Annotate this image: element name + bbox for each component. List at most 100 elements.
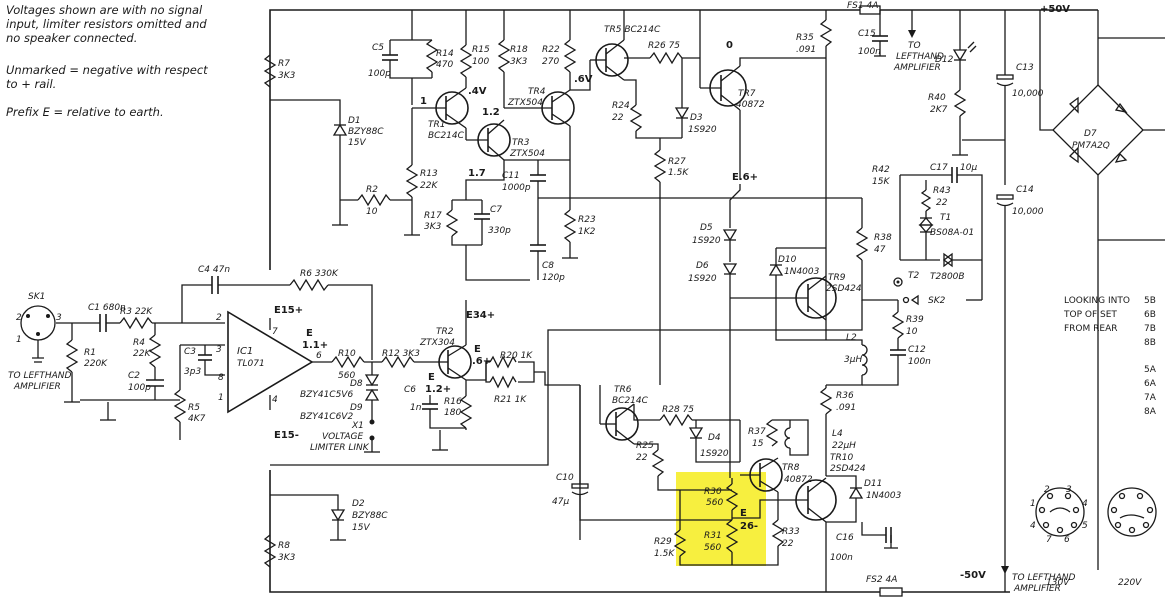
e26-value: 26- bbox=[740, 521, 758, 532]
resistor-r22: R22 270 bbox=[542, 10, 577, 90]
c1-label: C1 680n bbox=[88, 303, 126, 313]
inductor-l2: L2 3μH bbox=[826, 333, 868, 386]
to-left-top-1: TO bbox=[908, 41, 921, 51]
inductor-l4: L4 22μH bbox=[784, 419, 856, 456]
resistor-r2: R2 10 bbox=[340, 185, 412, 217]
note-line: no speaker connected. bbox=[6, 31, 138, 45]
l4-value: 22μH bbox=[832, 441, 856, 451]
c17-label: C17 bbox=[930, 163, 948, 173]
x1-line2: LIMITER LINK bbox=[310, 443, 370, 453]
diode-d10: D10 1N4003 bbox=[768, 247, 826, 341]
pin-6a: 6A bbox=[1144, 379, 1157, 389]
r2-value: 10 bbox=[366, 207, 378, 217]
negative-rail: -50V bbox=[269, 240, 1099, 593]
r16-name: R16 bbox=[444, 397, 462, 407]
tr9-name: TR9 bbox=[828, 273, 846, 283]
ic1-part: TL071 bbox=[237, 359, 265, 369]
r39-name: R39 bbox=[906, 315, 924, 325]
capacitor-c15: C15 100n bbox=[858, 10, 888, 57]
r30-name: R30 bbox=[704, 487, 722, 497]
c4-label: C4 47n bbox=[198, 265, 230, 275]
r25-name: R25 bbox=[636, 441, 654, 451]
c14-value: 10,000 bbox=[1012, 207, 1044, 217]
r36-value: .091 bbox=[836, 403, 856, 413]
d1-name: D1 bbox=[348, 116, 361, 126]
svg-text:8: 8 bbox=[218, 373, 224, 383]
c11-name: C11 bbox=[502, 171, 520, 181]
capacitor-c16: C16 100n bbox=[830, 522, 898, 563]
r13-name: R13 bbox=[420, 169, 438, 179]
d9-part: BZY41C6V2 bbox=[300, 412, 353, 422]
c16-value: 100n bbox=[830, 553, 853, 563]
sock-n1: 1 bbox=[1030, 499, 1036, 509]
r8-name: R8 bbox=[278, 541, 290, 551]
t1-name: T1 bbox=[940, 213, 951, 223]
note-unmarked: Unmarked = negative with respect to + ra… bbox=[6, 63, 208, 91]
t1-part: BS08A-01 bbox=[930, 228, 974, 238]
c5-r14: C5 100p R14 470 bbox=[368, 10, 454, 105]
svg-text:4: 4 bbox=[272, 395, 278, 405]
note-line: input, limiter resistors omitted and bbox=[6, 17, 207, 31]
r7-value: 3K3 bbox=[278, 71, 296, 81]
resistor-r23: R23 1K2 bbox=[562, 209, 596, 259]
svg-text:1: 1 bbox=[218, 393, 224, 403]
tr3-part: ZTX504 bbox=[509, 149, 545, 159]
fuse-fs2: FS2 4A bbox=[866, 575, 903, 597]
pin-7b: 7B bbox=[1144, 324, 1156, 334]
d4-name: D4 bbox=[708, 433, 721, 443]
c2-value: 100p bbox=[128, 383, 151, 393]
to-lefthand-bottom: TO LEFTHAND AMPLIFIER bbox=[1004, 570, 1075, 594]
resistors-r30-r31: R30 560 R31 560 E 26- bbox=[700, 478, 778, 565]
positive-rail: +50V bbox=[269, 4, 1165, 270]
to-left-bottom-1: TO LEFTHAND bbox=[1012, 573, 1075, 583]
r35-value: .091 bbox=[796, 45, 816, 55]
tr10-name: TR10 bbox=[830, 453, 853, 463]
tr1-part: BC214C bbox=[428, 131, 465, 141]
transistor-tr6: TR6 BC214C bbox=[599, 385, 649, 445]
resistor-r37: R37 15 bbox=[748, 419, 790, 449]
resistor-r16: R16 180 bbox=[432, 380, 473, 451]
v-4: .4V bbox=[468, 86, 487, 97]
resistor-r39-c12: R39 10 C12 100n bbox=[862, 300, 931, 386]
r17-name: R17 bbox=[424, 211, 442, 221]
sock-n6: 6 bbox=[1064, 535, 1070, 545]
r4-name: R4 bbox=[133, 338, 145, 348]
resistor-r25: R25 22 bbox=[634, 441, 700, 491]
r17-c7: R17 3K3 C7 330p bbox=[424, 199, 530, 281]
r20-label: R20 1K bbox=[500, 351, 533, 361]
r1-name: R1 bbox=[84, 348, 96, 358]
r13-value: 22K bbox=[420, 181, 438, 191]
c6-name: C6 bbox=[404, 385, 416, 395]
r5-name: R5 bbox=[188, 403, 200, 413]
to-left-input-2: AMPLIFIER bbox=[13, 382, 61, 392]
to-left-top-3: AMPLIFIER bbox=[893, 63, 941, 73]
r12-label: R12 3K3 bbox=[382, 349, 420, 359]
sock-n4b: 4 bbox=[1030, 521, 1036, 531]
fs2-label: FS2 4A bbox=[866, 575, 897, 585]
svg-text:7: 7 bbox=[272, 327, 278, 337]
c15-name: C15 bbox=[858, 29, 876, 39]
r29-name: R29 bbox=[654, 537, 672, 547]
r27-value: 1.5K bbox=[668, 168, 689, 178]
transistor-tr5: TR5 BC214C bbox=[570, 10, 661, 91]
transistor-tr8: TR8 40872 bbox=[740, 457, 813, 501]
r42-name: R42 bbox=[872, 165, 890, 175]
c10-value: 47μ bbox=[552, 497, 569, 507]
note-line: Prefix E = relative to earth. bbox=[6, 105, 164, 119]
d7-name: D7 bbox=[1084, 129, 1097, 139]
svg-text:1: 1 bbox=[16, 335, 22, 345]
capacitor-c14: C14 10,000 bbox=[996, 185, 1044, 570]
tr6-part: BC214C bbox=[612, 396, 649, 406]
l2-name: L2 bbox=[846, 333, 857, 343]
c6-value: 1n bbox=[410, 403, 422, 413]
resistor-r33: R33 22 bbox=[766, 500, 800, 566]
tr4-part: ZTX504 bbox=[507, 98, 543, 108]
resistor-r36: R36 .091 bbox=[819, 385, 856, 425]
capacitor-c2: C2 100p bbox=[128, 371, 164, 400]
c2-name: C2 bbox=[128, 371, 140, 381]
tr6-name: TR6 bbox=[614, 385, 632, 395]
resistor-r8: R8 3K3 bbox=[263, 534, 296, 568]
r38-name: R38 bbox=[874, 233, 892, 243]
sk1-label: SK1 bbox=[28, 292, 45, 302]
